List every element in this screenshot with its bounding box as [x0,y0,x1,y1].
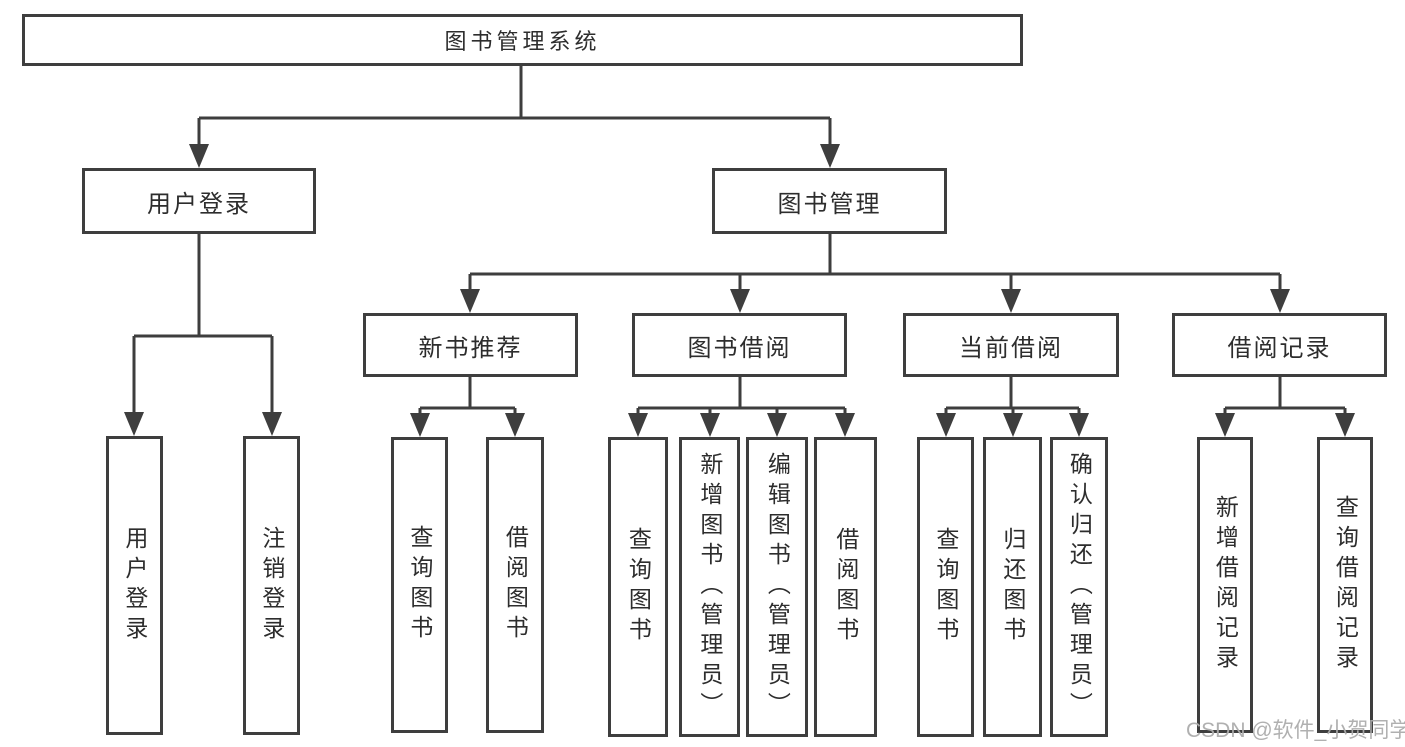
arrowhead [835,413,855,437]
arrowhead [505,413,525,437]
connector-user-login-branch [124,234,282,436]
node-library-system-label: 图书管理系统 [444,29,601,54]
leaf-logout-label: 注销登录 [258,525,285,646]
leaf-query-borrow-record-label: 查询借阅记录 [1332,495,1359,675]
node-user-login-label: 用户登录 [147,190,251,218]
connector-book-borrow-branch [628,377,855,437]
arrowhead [767,413,787,437]
leaf-borrow-book-2: 借阅图书 [814,437,877,737]
node-borrow-record: 借阅记录 [1172,313,1387,377]
leaf-query-book-3: 查询图书 [917,437,974,737]
node-book-management: 图书管理 [712,168,947,234]
leaf-edit-book-admin: 编辑图书（管理员） [746,437,808,737]
arrowhead [262,412,282,436]
arrowhead [700,413,720,437]
leaf-query-book-2-label: 查询图书 [625,527,652,647]
leaf-borrow-book-1: 借阅图书 [486,437,544,733]
node-book-borrow: 图书借阅 [632,313,847,377]
leaf-add-book-admin: 新增图书（管理员） [679,437,740,737]
node-book-borrow-label: 图书借阅 [687,334,792,362]
leaf-user-login-label: 用户登录 [121,525,148,646]
arrowhead [820,144,840,168]
arrowhead [1215,413,1235,437]
node-current-borrow-label: 当前借阅 [959,334,1063,362]
node-new-book-recommend-label: 新书推荐 [418,334,523,362]
connector-book-mgmt-branch [460,234,1290,313]
leaf-query-book-3-label: 查询图书 [932,527,959,647]
leaf-user-login: 用户登录 [106,436,163,735]
arrowhead [1270,289,1290,313]
leaf-query-book-2: 查询图书 [608,437,668,737]
connector-borrow-record-branch [1215,377,1355,437]
leaf-return-book-label: 归还图书 [999,527,1026,647]
arrowhead [460,289,480,313]
node-current-borrow: 当前借阅 [903,313,1119,377]
arrowhead [1335,413,1355,437]
leaf-confirm-return-admin-label: 确认归还（管理员） [1066,452,1093,722]
leaf-query-borrow-record: 查询借阅记录 [1317,437,1373,733]
node-library-system: 图书管理系统 [22,14,1023,66]
leaf-add-book-admin-label: 新增图书（管理员） [696,452,723,722]
arrowhead [628,413,648,437]
node-new-book-recommend: 新书推荐 [363,313,578,377]
leaf-query-book-1-label: 查询图书 [406,525,433,645]
arrowhead [124,412,144,436]
arrowhead [1003,413,1023,437]
node-borrow-record-label: 借阅记录 [1227,334,1332,362]
arrowhead [189,144,209,168]
leaf-query-book-1: 查询图书 [391,437,448,733]
connector-root-branch [189,66,840,168]
node-book-management-label: 图书管理 [777,190,882,218]
leaf-borrow-book-1-label: 借阅图书 [502,525,529,645]
arrowhead [730,289,750,313]
leaf-confirm-return-admin: 确认归还（管理员） [1050,437,1108,737]
leaf-edit-book-admin-label: 编辑图书（管理员） [764,452,791,722]
leaf-add-borrow-record: 新增借阅记录 [1197,437,1253,733]
csdn-watermark: CSDN @软件_小贺同学 [1186,719,1405,742]
leaf-logout: 注销登录 [243,436,300,735]
arrowhead [1069,413,1089,437]
leaf-return-book: 归还图书 [983,437,1042,737]
leaf-add-borrow-record-label: 新增借阅记录 [1212,495,1239,675]
node-user-login: 用户登录 [82,168,316,234]
connector-new-book-branch [410,377,525,437]
connector-current-borrow-branch [936,377,1089,437]
leaf-borrow-book-2-label: 借阅图书 [832,527,859,647]
arrowhead [936,413,956,437]
arrowhead [410,413,430,437]
arrowhead [1001,289,1021,313]
